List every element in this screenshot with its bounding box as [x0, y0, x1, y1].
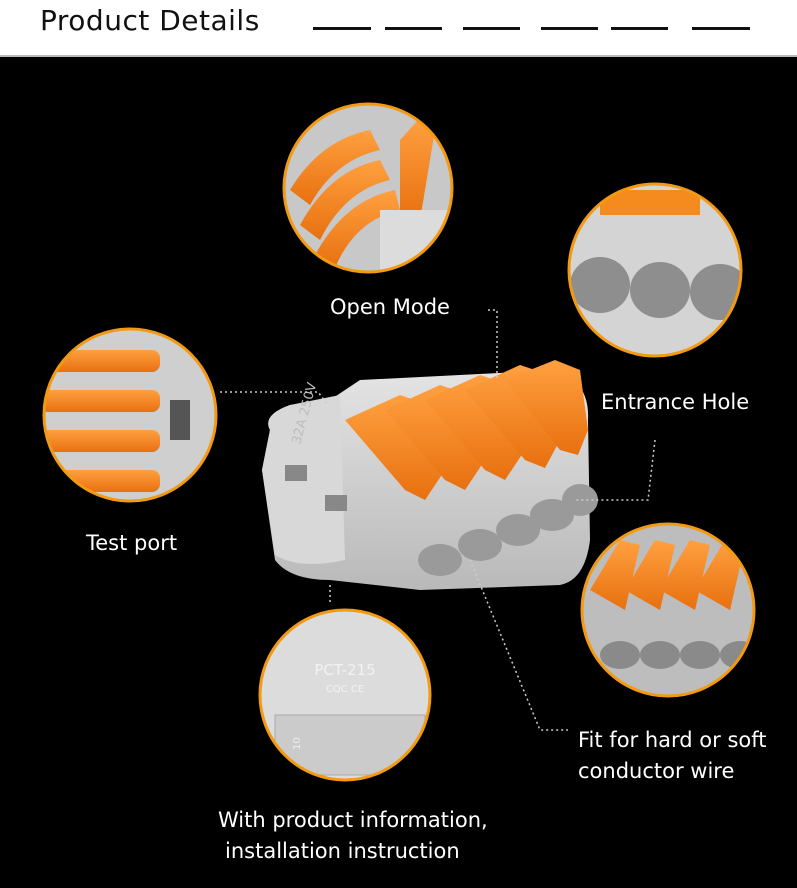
wire-fit-detail-image: [582, 524, 754, 696]
divider-dash: [692, 27, 750, 30]
test-port-detail-image: [44, 329, 216, 501]
connector-main: 32A 250V: [262, 360, 598, 590]
detail-ring: [282, 102, 454, 274]
wire-length-marking: 10: [292, 737, 303, 750]
detail-ring: [580, 522, 756, 698]
cert-marking: CQC CE: [326, 684, 364, 695]
detail-ring: [258, 608, 432, 782]
detail-ring: [42, 327, 218, 503]
entrance-hole-detail-image: [569, 184, 741, 356]
detail-ring: [567, 182, 743, 358]
callout-fit-line2: conductor wire: [578, 759, 735, 783]
callout-info-line2: installation instruction: [225, 839, 460, 863]
divider-dash: [541, 27, 598, 30]
open-mode-detail-image: [284, 104, 452, 272]
callout-open-mode: Open Mode: [330, 295, 450, 319]
divider-dash: [313, 27, 371, 30]
callout-info-line1: With product information,: [218, 808, 488, 832]
leader-lines: [220, 309, 656, 731]
test-port-slot: [325, 495, 347, 511]
product-info-detail-image: PCT-215 CQC CE 10: [260, 610, 430, 780]
test-port-slot: [285, 465, 307, 481]
divider-dash: [611, 27, 668, 30]
page-title: Product Details: [40, 4, 260, 37]
header-bar: Product Details: [0, 0, 797, 57]
divider-dash: [463, 27, 520, 30]
callout-test-port: Test port: [86, 531, 178, 555]
callout-entrance-hole: Entrance Hole: [601, 390, 750, 414]
divider-dash: [385, 27, 442, 30]
callout-fit-line1: Fit for hard or soft: [578, 728, 767, 752]
model-marking: PCT-215: [314, 661, 375, 679]
